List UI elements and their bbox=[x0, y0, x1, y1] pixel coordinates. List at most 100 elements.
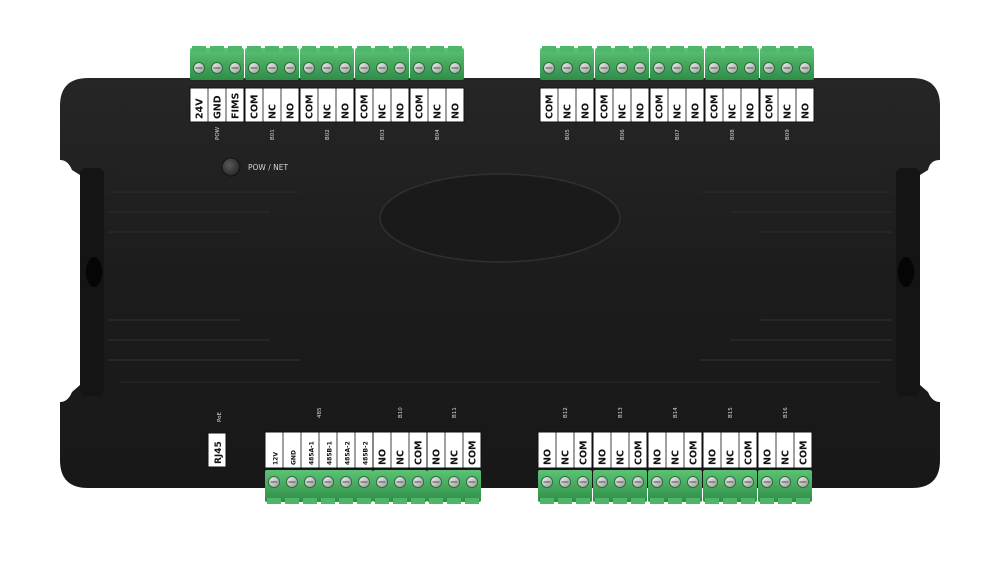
screw-icon[interactable] bbox=[449, 62, 461, 74]
screw-icon[interactable] bbox=[430, 476, 442, 488]
screw-icon[interactable] bbox=[448, 476, 460, 488]
screw-icon[interactable] bbox=[671, 62, 683, 74]
screw-icon[interactable] bbox=[211, 62, 223, 74]
screw-icon[interactable] bbox=[596, 476, 608, 488]
screw-icon[interactable] bbox=[193, 62, 205, 74]
screw-icon[interactable] bbox=[340, 476, 352, 488]
screw-icon[interactable] bbox=[431, 62, 443, 74]
pin-label: NC bbox=[323, 104, 334, 119]
pin-label: FIMS bbox=[231, 93, 242, 119]
block-label: B10 bbox=[398, 407, 404, 418]
screw-icon[interactable] bbox=[708, 62, 720, 74]
screw-icon[interactable] bbox=[634, 62, 646, 74]
screw-icon[interactable] bbox=[413, 62, 425, 74]
screw-icon[interactable] bbox=[726, 62, 738, 74]
screw-icon[interactable] bbox=[322, 476, 334, 488]
pin-label: NC bbox=[781, 450, 792, 465]
screw-icon[interactable] bbox=[577, 476, 589, 488]
screw-icon[interactable] bbox=[561, 62, 573, 74]
screw-icon[interactable] bbox=[614, 476, 626, 488]
screw-icon[interactable] bbox=[781, 62, 793, 74]
pin-label: NC bbox=[618, 104, 629, 119]
pin-label-strip bbox=[757, 431, 813, 469]
screw-icon[interactable] bbox=[286, 476, 298, 488]
screw-icon[interactable] bbox=[229, 62, 241, 74]
screw-icon[interactable] bbox=[598, 62, 610, 74]
block-label: B14 bbox=[673, 407, 679, 418]
pin-label-strip bbox=[426, 431, 482, 469]
screw-icon[interactable] bbox=[799, 62, 811, 74]
screw-icon[interactable] bbox=[706, 476, 718, 488]
screw-icon[interactable] bbox=[376, 62, 388, 74]
screw-icon[interactable] bbox=[394, 476, 406, 488]
screw-icon[interactable] bbox=[742, 476, 754, 488]
screw-icon[interactable] bbox=[651, 476, 663, 488]
terminal-fin bbox=[688, 46, 702, 52]
screw-icon[interactable] bbox=[541, 476, 553, 488]
screw-icon[interactable] bbox=[358, 62, 370, 74]
screw-icon[interactable] bbox=[466, 476, 478, 488]
screw-icon[interactable] bbox=[376, 476, 388, 488]
screw-icon[interactable] bbox=[632, 476, 644, 488]
screw-icon[interactable] bbox=[339, 62, 351, 74]
screw-icon[interactable] bbox=[543, 62, 555, 74]
screw-icon[interactable] bbox=[358, 476, 370, 488]
terminal-fin bbox=[670, 46, 684, 52]
screw-icon[interactable] bbox=[303, 62, 315, 74]
screw-icon[interactable] bbox=[761, 476, 773, 488]
screw-icon[interactable] bbox=[284, 62, 296, 74]
screw-icon[interactable] bbox=[653, 62, 665, 74]
terminal-fin bbox=[430, 46, 444, 52]
terminal-fin bbox=[357, 498, 371, 504]
screw-icon[interactable] bbox=[321, 62, 333, 74]
terminal-fin bbox=[780, 46, 794, 52]
block-label: B12 bbox=[563, 407, 569, 418]
screw-icon[interactable] bbox=[744, 62, 756, 74]
terminal-fin bbox=[429, 498, 443, 504]
terminal-fin bbox=[411, 498, 425, 504]
screw-icon[interactable] bbox=[689, 62, 701, 74]
pin-label-strip bbox=[409, 87, 465, 123]
terminal-fin bbox=[320, 46, 334, 52]
pin-label: NO bbox=[378, 449, 389, 465]
block-label: B08 bbox=[730, 129, 736, 140]
screw-icon[interactable] bbox=[687, 476, 699, 488]
terminal-fin bbox=[412, 46, 426, 52]
screw-icon[interactable] bbox=[797, 476, 809, 488]
screw-icon[interactable] bbox=[304, 476, 316, 488]
terminal-fin bbox=[302, 46, 316, 52]
screw-icon[interactable] bbox=[248, 62, 260, 74]
terminal-fin bbox=[338, 46, 352, 52]
screw-icon[interactable] bbox=[669, 476, 681, 488]
terminal-fin bbox=[540, 498, 554, 504]
terminal-fin bbox=[705, 498, 719, 504]
screw-icon[interactable] bbox=[579, 62, 591, 74]
screw-icon[interactable] bbox=[724, 476, 736, 488]
screw-icon[interactable] bbox=[616, 62, 628, 74]
screw-icon[interactable] bbox=[266, 62, 278, 74]
pin-label: NO bbox=[636, 103, 647, 119]
terminal-fin bbox=[725, 46, 739, 52]
terminal-fin bbox=[741, 498, 755, 504]
pin-label: NO bbox=[801, 103, 812, 119]
screw-icon[interactable] bbox=[268, 476, 280, 488]
screw-icon[interactable] bbox=[412, 476, 424, 488]
terminal-fin bbox=[796, 498, 810, 504]
pin-label-strip bbox=[299, 87, 355, 123]
terminal-fin bbox=[393, 46, 407, 52]
pin-label-strip bbox=[539, 87, 595, 123]
block-label: B01 bbox=[270, 129, 276, 140]
terminal-fin bbox=[447, 498, 461, 504]
terminal-fin bbox=[613, 498, 627, 504]
screw-icon[interactable] bbox=[559, 476, 571, 488]
screw-icon[interactable] bbox=[394, 62, 406, 74]
terminal-fin bbox=[650, 498, 664, 504]
pin-label-strip bbox=[649, 87, 705, 123]
screw-icon[interactable] bbox=[779, 476, 791, 488]
screw-icon[interactable] bbox=[763, 62, 775, 74]
block-label: B13 bbox=[618, 407, 624, 418]
